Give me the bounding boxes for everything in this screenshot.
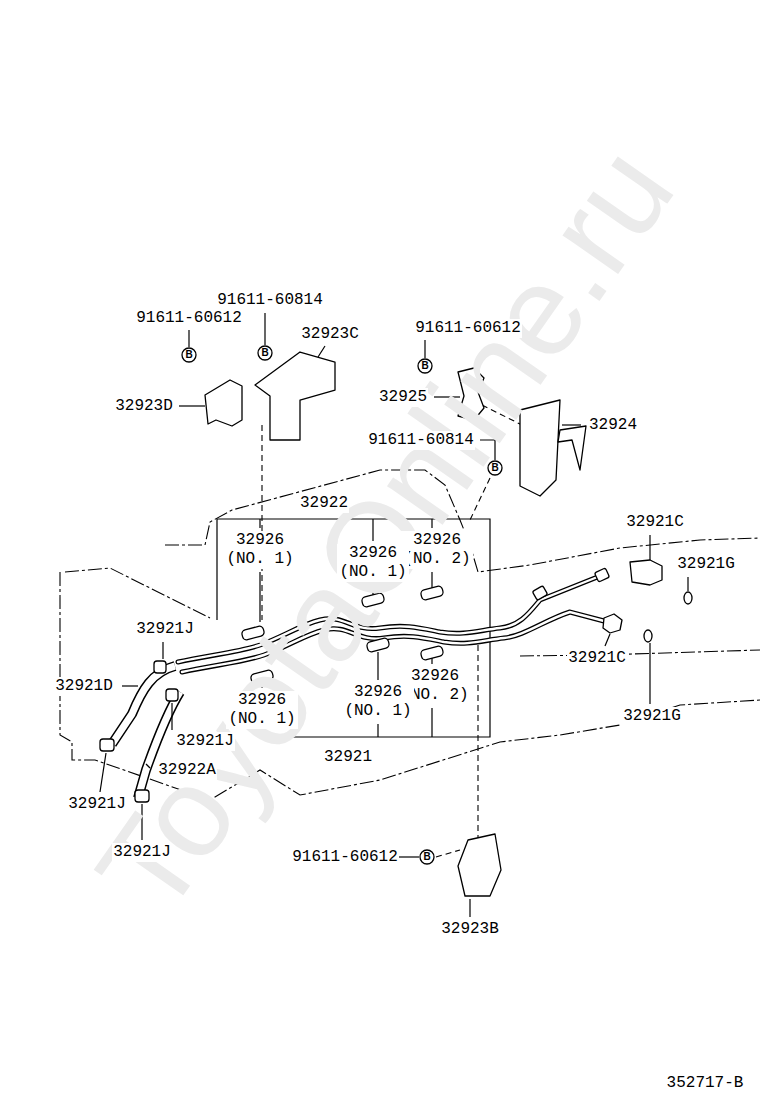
part-number: 32922 bbox=[299, 494, 349, 513]
leader-line bbox=[318, 346, 325, 357]
part-number: 32922A bbox=[157, 761, 217, 780]
leader-line bbox=[100, 753, 106, 792]
bolt-mark: B bbox=[185, 350, 192, 360]
leader-line bbox=[649, 535, 650, 560]
leader-line bbox=[122, 685, 138, 686]
hose-clamp bbox=[100, 739, 114, 751]
part-number: 32921J bbox=[112, 843, 172, 862]
part-number: 91611-60814 bbox=[216, 291, 324, 310]
part-number: 32926 (NO. 1) bbox=[224, 531, 296, 569]
part-number: 32926 (NO. 1) bbox=[342, 683, 414, 721]
bracket bbox=[558, 426, 586, 470]
dashed-leader bbox=[436, 850, 460, 857]
leader-line bbox=[188, 330, 189, 347]
part-number: 32926 (NO. 1) bbox=[337, 544, 409, 582]
part-number: 32921J bbox=[67, 795, 127, 814]
watermark: ToyotaOnline.ru bbox=[75, 126, 696, 935]
bolt-mark: B bbox=[261, 348, 268, 358]
hose-clamp bbox=[154, 661, 166, 673]
leader-line bbox=[649, 643, 650, 704]
leader-line bbox=[562, 424, 581, 425]
bolt-circle bbox=[420, 850, 434, 864]
part-number: 91611-60612 bbox=[135, 309, 243, 328]
part-number: 32926 (NO. 1) bbox=[226, 691, 298, 729]
hose-clamp bbox=[166, 689, 178, 701]
part-number: 32925 bbox=[378, 388, 428, 407]
tube-clip bbox=[420, 645, 444, 660]
union-fitting bbox=[603, 614, 622, 633]
o-ring bbox=[644, 630, 652, 642]
part-number: 32924 bbox=[588, 416, 638, 435]
union-fitting bbox=[630, 560, 662, 585]
bracket bbox=[255, 352, 335, 440]
part-number: 32921C bbox=[567, 649, 627, 668]
clamp bbox=[458, 834, 501, 896]
part-number: 91611-60612 bbox=[291, 848, 399, 867]
leader-line bbox=[162, 642, 163, 659]
bolt-mark: B bbox=[491, 463, 498, 473]
part-number: 91611-60612 bbox=[414, 319, 522, 338]
part-number: 32926 (NO. 2) bbox=[401, 531, 473, 569]
part-number: 32923D bbox=[114, 397, 174, 416]
bolt-mark: B bbox=[423, 852, 430, 862]
part-number: 32921 bbox=[323, 748, 373, 767]
leader-line bbox=[179, 405, 205, 406]
leader-line bbox=[469, 899, 470, 917]
bolt-circle bbox=[182, 348, 196, 362]
tube-nut bbox=[594, 568, 609, 582]
part-number: 91611-60814 bbox=[367, 431, 475, 450]
outline-line bbox=[65, 568, 210, 618]
leader-line bbox=[687, 577, 688, 591]
figure-number: 352717-B bbox=[666, 1074, 745, 1093]
o-ring bbox=[684, 592, 692, 604]
part-number: 32921G bbox=[622, 707, 682, 726]
part-number: 32921D bbox=[54, 677, 114, 696]
part-number: 32921J bbox=[175, 732, 235, 751]
part-number: 32921J bbox=[135, 620, 195, 639]
leader-line bbox=[264, 313, 265, 345]
leader-line bbox=[399, 856, 419, 857]
part-number: 32923C bbox=[300, 325, 360, 344]
dashed-leader bbox=[477, 645, 478, 838]
part-number: 32923B bbox=[440, 920, 500, 939]
fittings bbox=[532, 560, 692, 642]
bolt-mark: B bbox=[421, 361, 428, 371]
bracket bbox=[205, 380, 242, 426]
outline-line bbox=[520, 650, 760, 656]
leader-line bbox=[424, 340, 425, 358]
part-number: 32921C bbox=[625, 513, 685, 532]
bolt-circle bbox=[258, 346, 272, 360]
leader-line bbox=[605, 634, 610, 646]
tube-nut bbox=[532, 586, 547, 601]
part-number: 32921G bbox=[676, 555, 736, 574]
